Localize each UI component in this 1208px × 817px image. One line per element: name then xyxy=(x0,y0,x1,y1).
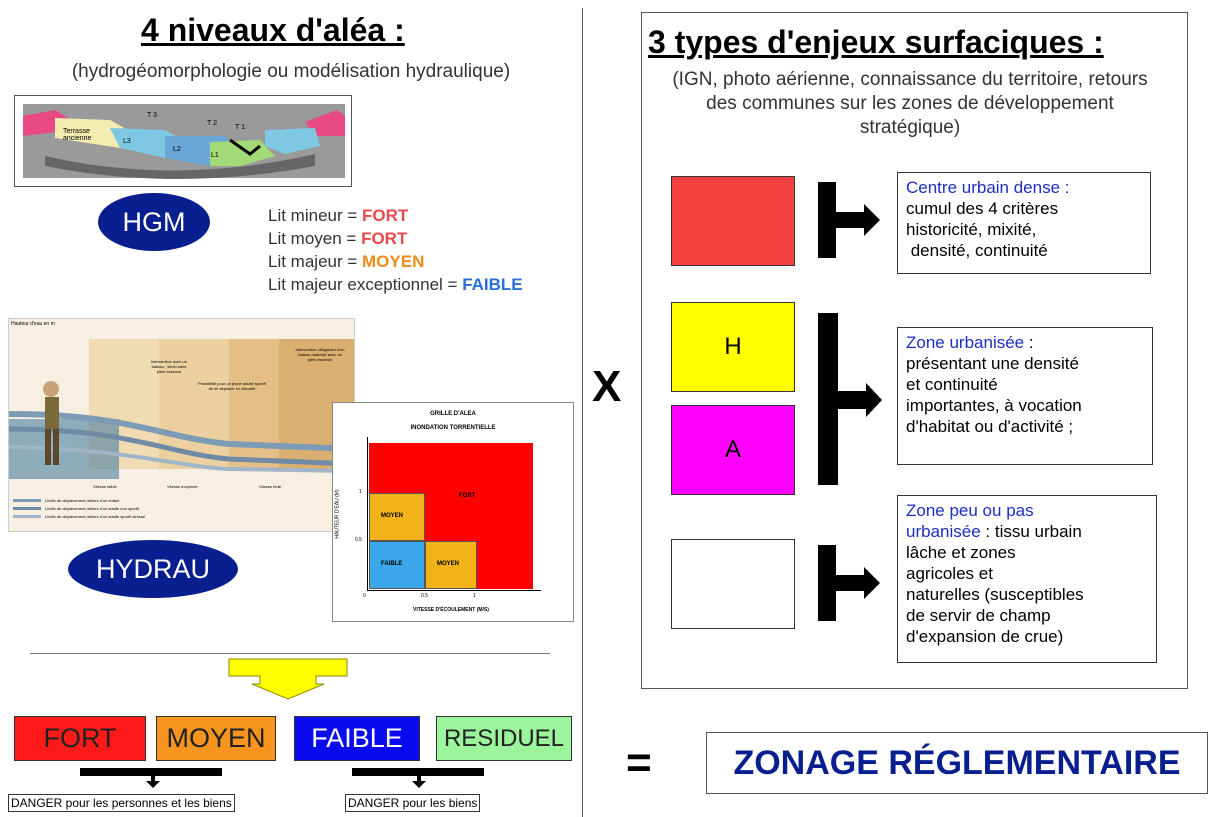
desc-zone-urbanisee: Zone urbanisée : présentant une densité … xyxy=(897,327,1153,465)
desc1-line2: historicité, mixité, xyxy=(906,220,1037,239)
danger2-bar xyxy=(352,768,484,776)
swatch-activite: A xyxy=(671,405,795,495)
hydro-zone-3: Intervention obligatoire d'un bateau mot… xyxy=(295,347,345,362)
grille-moyen-right-label: MOYEN xyxy=(437,561,460,567)
separator-line xyxy=(30,653,550,654)
grille-xtick-0: 0 xyxy=(363,593,366,599)
desc3-line2: agricoles et xyxy=(906,564,993,583)
desc3-line5: d'expansion de crue) xyxy=(906,627,1064,646)
right-subtitle: (IGN, photo aérienne, connaissance du te… xyxy=(672,69,1148,138)
danger1-arrow xyxy=(146,774,160,788)
hydro-xtick-2: Vitesse moyenne xyxy=(167,484,198,489)
desc-centre-urbain: Centre urbain dense : cumul des 4 critèr… xyxy=(897,172,1151,274)
grille-alea: GRILLE D'ALEA INONDATION TORRENTIELLE FO… xyxy=(332,402,574,622)
lit-list: Lit mineur = FORT Lit moyen = FORT Lit m… xyxy=(268,204,523,296)
grille-faible-cell xyxy=(369,541,425,589)
equals-sign: = xyxy=(626,738,652,787)
desc3-line3: naturelles (susceptibles xyxy=(906,585,1084,604)
hydro-xtick-1: Vitesse faible xyxy=(93,484,117,489)
grille-xlabel: VITESSE D'ÉCOULEMENT (M/S) xyxy=(413,607,489,613)
label-l2: L2 xyxy=(173,146,181,153)
grille-moyen-top-label: MOYEN xyxy=(381,513,404,519)
danger1-bar xyxy=(80,768,222,776)
hydro-legend-3: Limite de déplacement debout d'un adulte… xyxy=(45,514,146,519)
bracket-arrow-2 xyxy=(818,313,882,485)
grille-faible-label: FAIBLE xyxy=(381,561,403,567)
danger-goods: DANGER pour les biens xyxy=(345,794,481,812)
hydro-zone-2: Possibilité pour un jeune adulte sportif… xyxy=(198,381,266,391)
grille-moyen-right-cell xyxy=(425,541,477,589)
desc-zone-peu-urbanisee: Zone peu ou pas urbanisée : tissu urbain… xyxy=(897,495,1157,663)
grille-ytick-1: 1 xyxy=(359,489,362,495)
grille-ylabel: HAUTEUR D'EAU (M) xyxy=(334,489,341,539)
level-residuel: RESIDUEL xyxy=(436,716,572,761)
label-t1: T 1 xyxy=(235,124,245,131)
grille-fort-label: FORT xyxy=(459,493,476,499)
desc1-heading: Centre urbain dense : xyxy=(906,178,1070,197)
left-subtitle: (hydrogéomorphologie ou modélisation hyd… xyxy=(71,61,511,82)
desc2-line2: et continuité xyxy=(906,375,998,394)
hydraulic-chart-image: Hauteur d'eau en m Intervention avec un … xyxy=(8,318,355,532)
hydro-legend-2: Limite de déplacement debout d'un adulte… xyxy=(45,506,139,511)
grille-title: GRILLE D'ALEA xyxy=(430,411,476,417)
bracket-arrow-1 xyxy=(818,182,880,258)
danger2-arrow xyxy=(412,774,426,788)
desc3-heading: Zone peu ou pas xyxy=(906,501,1034,520)
hgm-ellipse: HGM xyxy=(98,193,210,251)
down-arrow-yellow xyxy=(228,658,348,700)
swatch-red xyxy=(671,176,795,266)
level-faible: FAIBLE xyxy=(294,716,420,761)
multiply-sign: X xyxy=(592,362,622,411)
swatch-habitat: H xyxy=(671,302,795,392)
desc1-line1: cumul des 4 critères xyxy=(906,199,1059,218)
grille-x-axis xyxy=(367,590,541,591)
danger-people-goods: DANGER pour les personnes et les biens xyxy=(8,794,235,812)
label-t2: T 2 xyxy=(207,120,217,127)
hydro-ylabel: Hauteur d'eau en m xyxy=(11,321,55,327)
hydro-xtick-3: Vitesse forte xyxy=(259,484,282,489)
desc2-line3: importantes, à vocation xyxy=(906,396,1082,415)
lit-moyen: Lit moyen = FORT xyxy=(268,229,408,248)
label-l1: L1 xyxy=(211,152,219,159)
desc2-line4: d'habitat ou d'activité ; xyxy=(906,417,1074,436)
level-fort: FORT xyxy=(14,716,146,761)
desc2-line1: présentant une densité xyxy=(906,354,1079,373)
lit-majeur-exceptionnel: Lit majeur exceptionnel = FAIBLE xyxy=(268,275,523,294)
right-title: 3 types d'enjeux surfaciques : xyxy=(648,24,1104,60)
desc1-line3: densité, continuité xyxy=(906,241,1048,260)
zonage-reglementaire: ZONAGE RÉGLEMENTAIRE xyxy=(706,732,1208,794)
grille-ytick-05: 0.5 xyxy=(355,537,362,543)
grille-xtick-1: 1 xyxy=(473,593,476,599)
lit-mineur: Lit mineur = FORT xyxy=(268,206,409,225)
desc3-line4: de servir de champ xyxy=(906,606,1051,625)
grille-moyen-top-cell xyxy=(369,493,425,541)
hydro-zone-1: Intervention avec un bateau ; sinon sans… xyxy=(150,359,188,374)
left-title: 4 niveaux d'aléa : xyxy=(141,12,405,48)
level-moyen: MOYEN xyxy=(156,716,276,761)
lit-majeur: Lit majeur = MOYEN xyxy=(268,252,425,271)
label-terrasse: Terrasse ancienne xyxy=(63,128,92,142)
grille-y-axis xyxy=(367,437,368,591)
bracket-arrow-3 xyxy=(818,545,880,621)
river-cross-section-image: T 3 T 2 T 1 Terrasse ancienne L3 L2 L1 xyxy=(14,95,352,187)
label-t3: T 3 xyxy=(147,112,157,119)
desc2-heading: Zone urbanisée xyxy=(906,333,1025,352)
label-l3: L3 xyxy=(123,138,131,145)
hydrau-ellipse: HYDRAU xyxy=(68,540,238,598)
hydro-legend-1: Limite de déplacement debout d'un enfant xyxy=(45,498,120,503)
swatch-white xyxy=(671,539,795,629)
grille-xtick-05: 0.5 xyxy=(421,593,428,599)
grille-subtitle: INONDATION TORRENTIELLE xyxy=(410,425,496,431)
desc3-line1: lâche et zones xyxy=(906,543,1016,562)
